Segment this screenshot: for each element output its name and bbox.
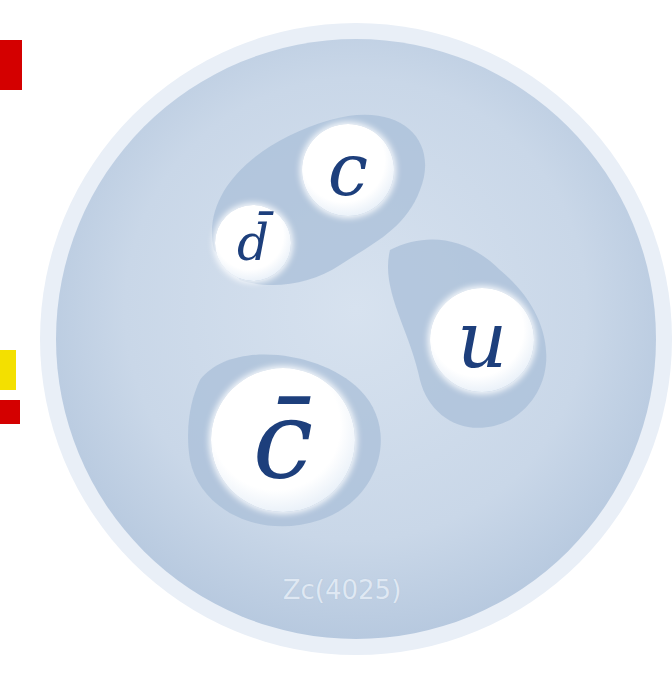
cropped-fragment [0,350,16,390]
badge-disc [56,39,656,639]
quark-symbol: c [328,134,368,206]
watermark-label: Zc(4025) [283,575,402,605]
quark-symbol: d̄ [237,218,269,268]
quark-circle: c [302,124,394,216]
quark-circle: d̄ [215,205,291,281]
quark-symbol: u [457,301,507,379]
quark-circle: u [430,288,534,392]
outer-ring [40,23,672,655]
pair-blob [388,240,546,428]
quark-circle: c̄ [211,368,355,512]
cropped-fragment [0,40,22,90]
cropped-fragment [0,400,20,424]
quark-symbol: c̄ [253,386,314,494]
pair-blob [188,355,381,527]
